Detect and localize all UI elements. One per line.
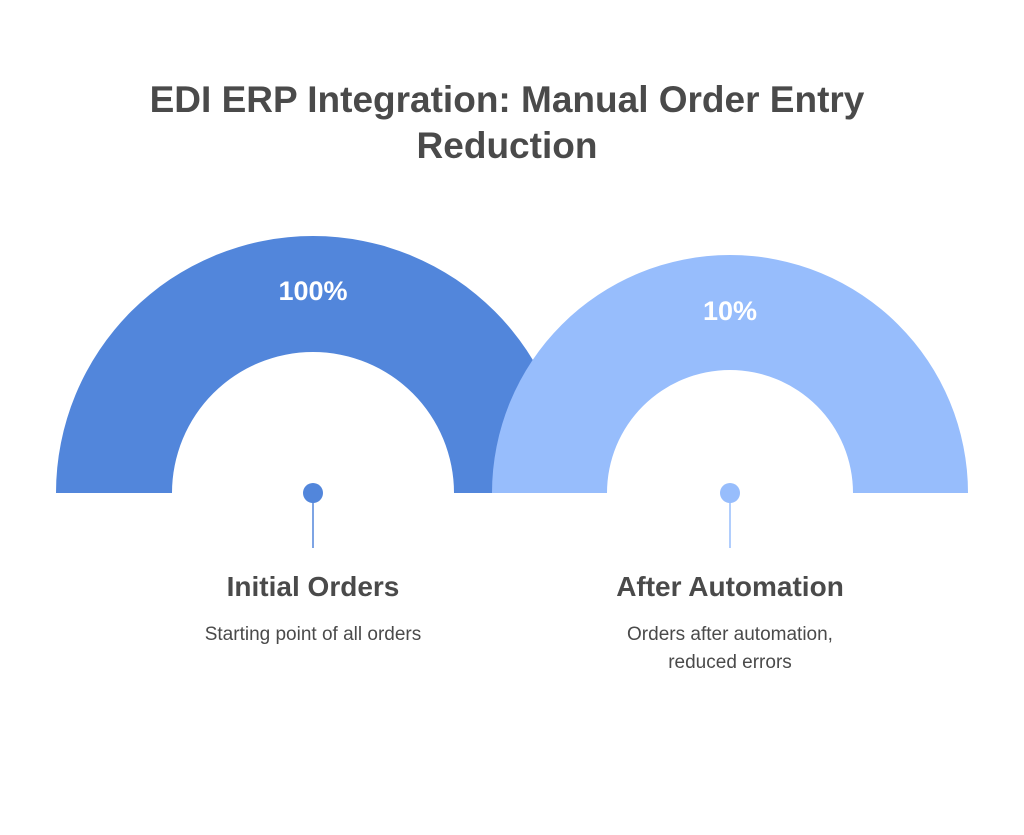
page-title: EDI ERP Integration: Manual Order Entry … (0, 77, 1014, 169)
pin-after-automation (720, 483, 740, 548)
gauge-arc-initial-orders (56, 236, 570, 493)
label-title-initial-orders: Initial Orders (226, 571, 400, 602)
label-description-initial-orders: Starting point of all orders (204, 624, 422, 645)
label-initial-orders: Initial Orders Starting point of all ord… (193, 569, 433, 649)
pin-dot-after-automation (720, 483, 740, 503)
label-after-automation: After Automation Orders after automation… (615, 569, 845, 677)
label-title-after-automation: After Automation (616, 571, 844, 602)
title-line-1: EDI ERP Integration: Manual Order Entry (149, 79, 865, 120)
gauge-after-automation: 10% (492, 255, 968, 493)
pin-initial-orders (303, 483, 323, 548)
pin-dot-initial-orders (303, 483, 323, 503)
title-line-2: Reduction (416, 125, 598, 166)
gauge-initial-orders: 100% (56, 236, 570, 493)
value-label-after-automation: 10% (703, 296, 757, 326)
label-description-after-automation: Orders after automation, reduced errors (627, 624, 833, 673)
gauge-arc-after-automation (492, 255, 968, 493)
value-label-initial-orders: 100% (278, 276, 347, 306)
